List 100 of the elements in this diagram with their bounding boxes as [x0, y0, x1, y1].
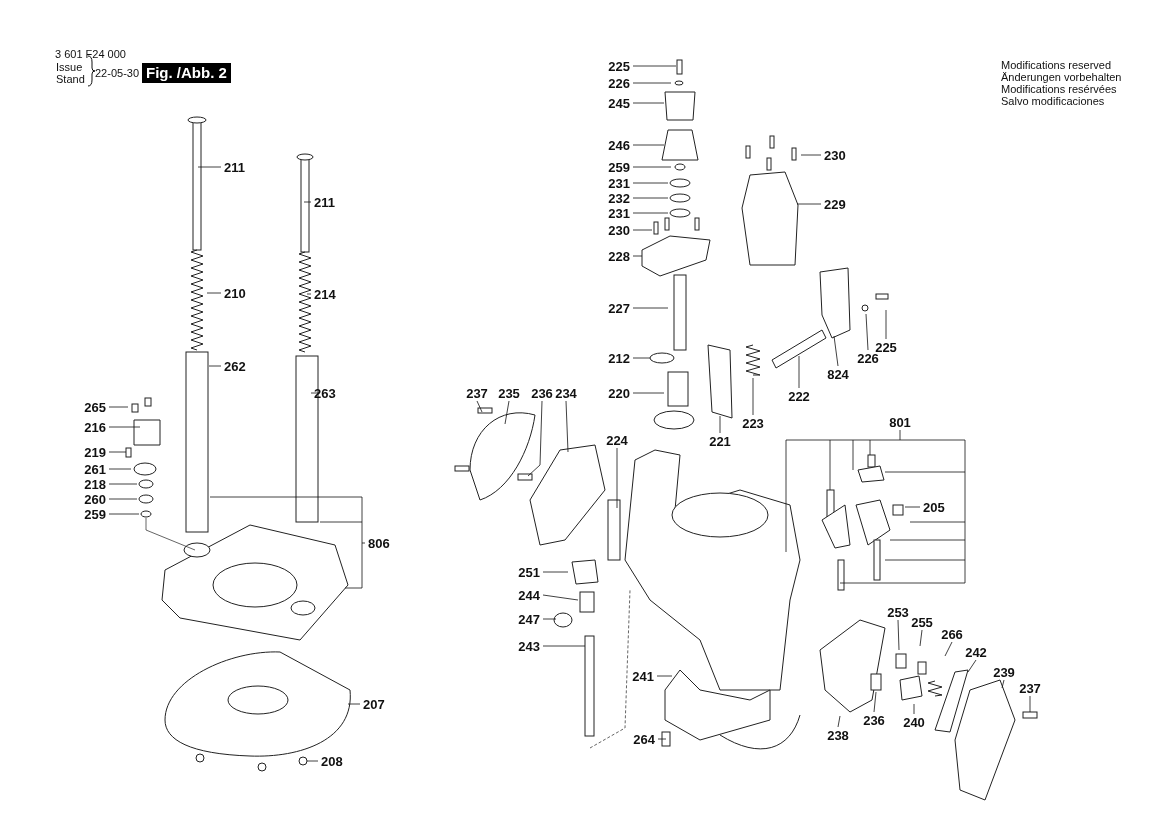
leader-line — [310, 392, 320, 394]
callout-number: 235 — [498, 385, 520, 401]
leader-line — [108, 498, 138, 500]
callout-number: 237 — [466, 385, 488, 401]
leader-line — [632, 229, 653, 231]
leader-line — [798, 355, 800, 389]
callout-number: 214 — [314, 286, 336, 302]
leader-line — [206, 292, 222, 294]
leader-line — [865, 313, 869, 351]
leader-line — [632, 357, 651, 359]
callout-number: 259 — [608, 159, 630, 175]
leader-line — [108, 451, 127, 453]
leader-line — [919, 629, 923, 647]
callout-number: 224 — [606, 432, 628, 448]
leader-line — [913, 703, 915, 715]
callout-number: 223 — [742, 415, 764, 431]
callout-number: 261 — [84, 461, 106, 477]
leader-line — [209, 496, 366, 589]
callout-number: 207 — [363, 696, 385, 712]
callout-number: 239 — [993, 664, 1015, 680]
callout-number: 225 — [875, 339, 897, 355]
leader-line — [944, 641, 953, 657]
callout-number: 219 — [84, 444, 106, 460]
leader-line — [527, 400, 543, 477]
callout-number: 240 — [903, 714, 925, 730]
leader-line — [616, 447, 618, 509]
callout-number: 221 — [709, 433, 731, 449]
callout-number: 211 — [224, 159, 245, 175]
leader-line — [1029, 695, 1031, 713]
leader-line — [632, 102, 665, 104]
note-text: Modifications reserved — [1001, 59, 1112, 71]
leader-line — [796, 203, 822, 205]
callout-number: 225 — [608, 58, 630, 74]
note-text: 3 601 F24 000 — [55, 48, 126, 60]
figure-label: Fig. /Abb. 2 — [142, 63, 231, 83]
leader-line — [752, 377, 754, 416]
callout-number: 262 — [224, 358, 246, 374]
callout-number: 210 — [224, 285, 246, 301]
note-text: Änderungen vorbehalten — [1001, 71, 1122, 83]
callout-number: 236 — [531, 385, 553, 401]
leader-line — [303, 201, 312, 203]
leader-line — [197, 166, 222, 168]
callout-number: 255 — [911, 614, 933, 630]
leader-line — [967, 659, 977, 673]
leader-line — [833, 335, 839, 367]
callout-number: 260 — [84, 491, 106, 507]
leader-line — [1001, 679, 1005, 689]
callout-number: 230 — [824, 147, 846, 163]
leader-line — [306, 760, 319, 762]
callout-number: 242 — [965, 644, 987, 660]
leader-line — [837, 715, 841, 728]
callout-number: 205 — [923, 499, 945, 515]
note-text: Salvo modificaciones — [1001, 95, 1105, 107]
callout-number: 245 — [608, 95, 630, 111]
leader-line — [108, 513, 140, 515]
leader-line — [542, 618, 557, 620]
leader-line — [632, 144, 665, 146]
note-text: Stand — [56, 73, 85, 85]
leader-line — [632, 197, 669, 199]
callout-number: 211 — [314, 194, 335, 210]
callout-number: 227 — [608, 300, 630, 316]
leader-line — [108, 426, 141, 428]
callout-number: 232 — [608, 190, 630, 206]
leader-line — [873, 691, 877, 713]
leader-line — [800, 154, 822, 156]
callout-number: 238 — [827, 727, 849, 743]
leader-line — [504, 400, 510, 425]
callout-number: 824 — [827, 366, 849, 382]
leader-line — [476, 400, 483, 413]
callout-number: 253 — [887, 604, 909, 620]
leader-line — [719, 415, 721, 434]
leader-line — [542, 571, 569, 573]
leader-line — [632, 255, 643, 257]
leader-line — [632, 212, 669, 214]
callout-number: 246 — [608, 137, 630, 153]
callout-number: 228 — [608, 248, 630, 264]
leader-line — [632, 392, 665, 394]
callout-number: 265 — [84, 399, 106, 415]
callout-number: 212 — [608, 350, 630, 366]
leader-line — [542, 645, 586, 647]
callout-number: 243 — [518, 638, 540, 654]
leader-line — [632, 65, 677, 67]
leader-line — [565, 400, 569, 453]
callout-number: 264 — [633, 731, 655, 747]
callout-number: 218 — [84, 476, 106, 492]
callout-number: 229 — [824, 196, 846, 212]
leader-line — [904, 506, 921, 508]
callout-number: 237 — [1019, 680, 1041, 696]
leader-line — [897, 619, 900, 651]
note-text: 22-05-30 — [95, 67, 140, 79]
callout-number: 251 — [518, 564, 540, 580]
leader-line — [632, 82, 672, 84]
leader-line — [542, 594, 579, 601]
callout-number: 244 — [518, 587, 540, 603]
leader-line — [347, 703, 361, 705]
leader-line — [108, 468, 132, 470]
callout-number: 263 — [314, 385, 336, 401]
callout-number: 231 — [608, 205, 630, 221]
callout-number: 801 — [889, 414, 911, 430]
callout-number: 220 — [608, 385, 630, 401]
